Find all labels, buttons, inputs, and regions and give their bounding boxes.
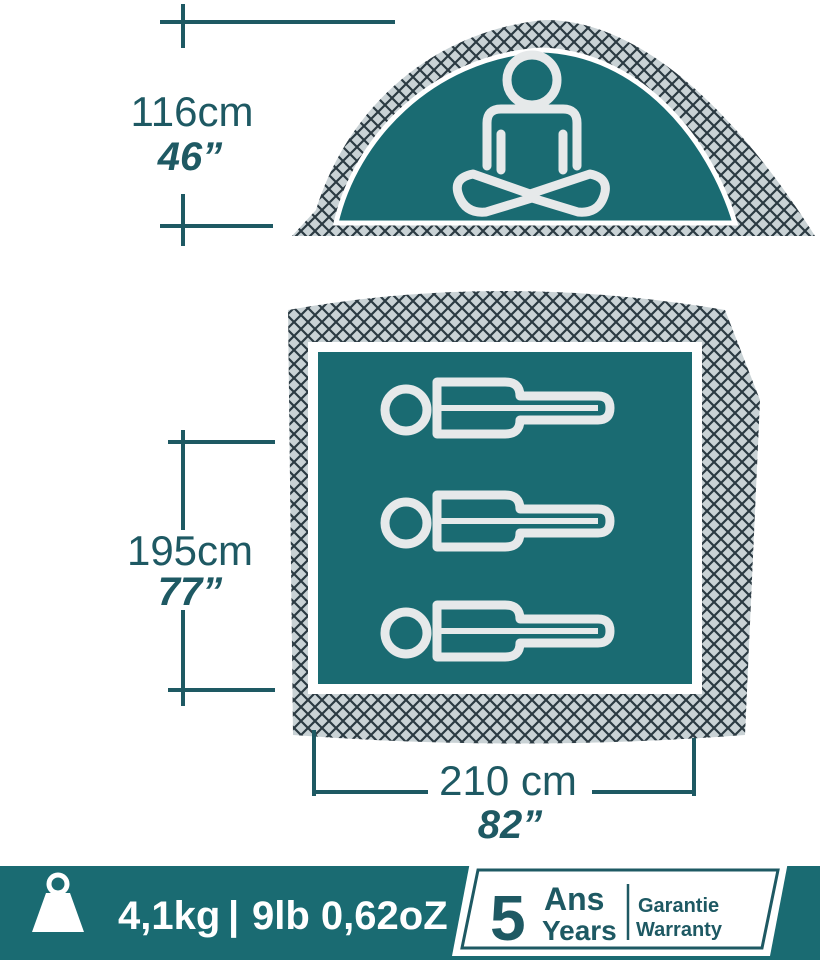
warranty-years-label: Years <box>542 915 617 946</box>
warranty-warranty-label: Warranty <box>636 919 723 941</box>
sleepers <box>380 377 615 662</box>
floor-plan <box>288 291 760 744</box>
height-bottom-arrow <box>160 194 273 246</box>
height-dimension <box>160 4 395 246</box>
warranty-garantie-label: Garantie <box>638 895 719 917</box>
length-metric-label: 195cm <box>127 527 253 574</box>
side-view-teal-dome <box>332 47 739 226</box>
warranty-number: 5 <box>490 882 526 954</box>
width-left-arrow <box>312 730 428 796</box>
seated-person-icon <box>452 50 610 217</box>
lying-person-icon <box>380 377 615 439</box>
width-imperial-label: 82” <box>478 803 543 847</box>
height-imperial-label: 46” <box>157 135 223 179</box>
weight-separator: | <box>228 894 239 938</box>
width-metric-label: 210 cm <box>439 757 577 804</box>
weight-metric-label: 4,1kg <box>118 894 220 938</box>
height-metric-label: 116cm <box>131 88 254 135</box>
warranty-ans-label: Ans <box>544 881 604 917</box>
length-imperial-label: 77” <box>158 570 223 614</box>
warranty-badge-inner <box>460 868 780 950</box>
lying-person-icon <box>380 600 615 662</box>
length-dimension <box>168 430 275 706</box>
weight-icon <box>32 872 84 932</box>
width-dimension <box>312 730 696 796</box>
lying-person-icon <box>380 490 615 552</box>
weight-imperial-label: 9lb 0,62oZ <box>252 894 448 938</box>
side-view <box>292 20 815 236</box>
length-bottom-arrow <box>168 610 275 706</box>
height-top-arrow <box>160 4 395 48</box>
footer-bar: 4,1kg | 9lb 0,62oZ 5 Ans Years Garantie … <box>0 862 820 960</box>
width-right-arrow <box>592 738 696 796</box>
warranty-badge-outer <box>452 862 788 956</box>
length-top-arrow <box>168 430 275 530</box>
warranty-badge: 5 Ans Years Garantie Warranty <box>452 862 788 956</box>
